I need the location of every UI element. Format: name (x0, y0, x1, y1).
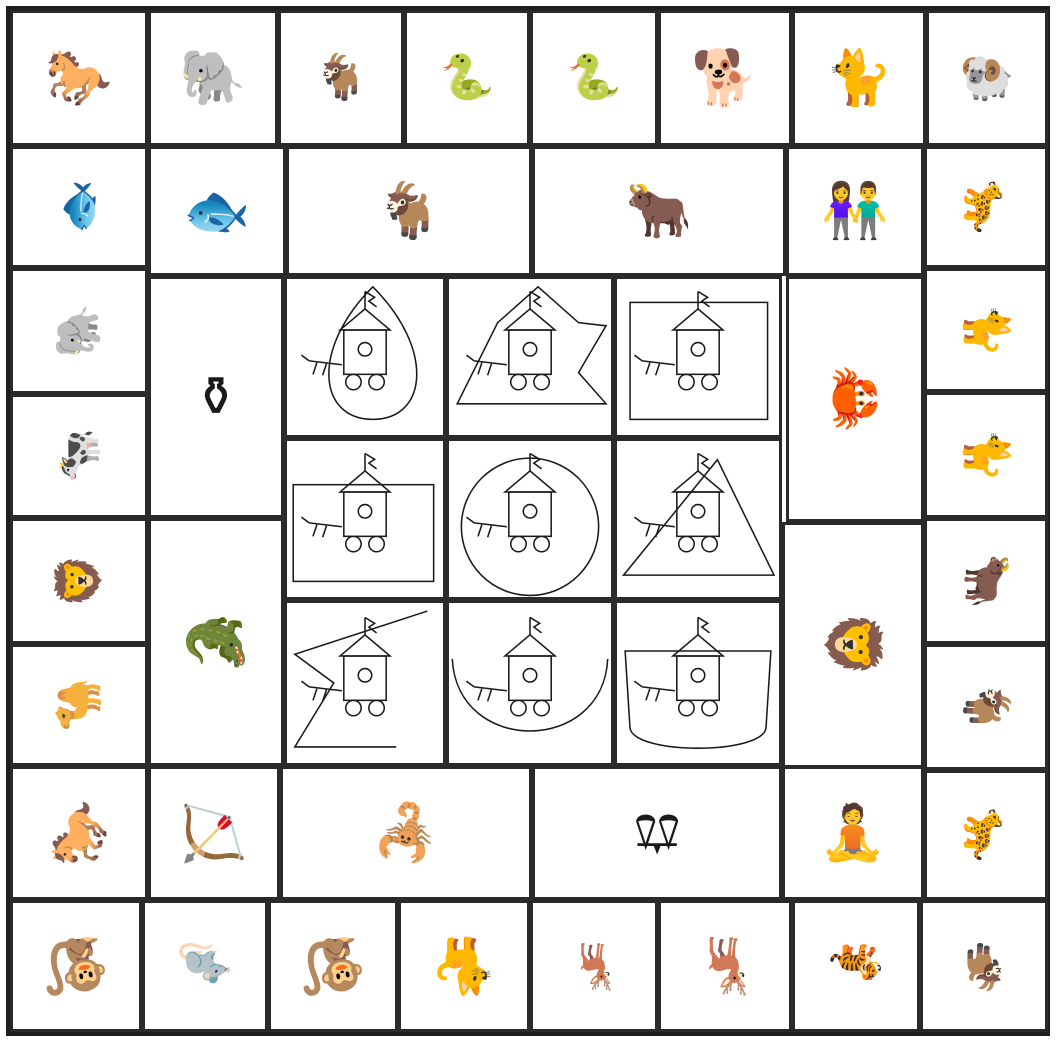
crocodile-icon: 🐊 (189, 577, 243, 707)
inner-scales: ⚖ (532, 766, 782, 900)
elephant-icon: 🐘 (57, 268, 101, 394)
right-cell-3: 🐂 (924, 518, 1048, 644)
right-cell-0: 🐆 (924, 146, 1048, 268)
tiger-icon: 🐅 (795, 944, 917, 988)
top-cell-5: 🐕 (658, 10, 792, 146)
inner-archer: 🏹 (148, 766, 280, 900)
inner-maiden: 🧘 (782, 766, 924, 900)
dog-icon: 🐕 (661, 51, 789, 105)
monkey-icon: 🐒 (271, 939, 395, 993)
cow-icon: 🐄 (57, 394, 101, 518)
bottom-cell-3: 🐈 (398, 900, 530, 1032)
chariot-rect-icon (287, 441, 443, 597)
chariot-triangle-icon (617, 441, 779, 597)
center-cell-2 (614, 276, 782, 438)
inner-crab: 🦀 (786, 276, 924, 522)
bottom-cell-7: 🐐 (920, 900, 1048, 1032)
ox-icon: 🐂 (964, 522, 1008, 640)
chariot-square-icon (617, 279, 779, 435)
elephant-icon: 🐘 (151, 51, 275, 105)
archer-icon: 🏹 (151, 806, 277, 860)
chariot-angle-icon (287, 603, 443, 763)
bottom-cell-1: 🐀 (142, 900, 268, 1032)
chariot-circle-icon (449, 441, 611, 597)
couple-icon: 👫 (789, 184, 921, 238)
top-cell-6: 🐈 (792, 10, 926, 146)
cat-icon: 🐈 (795, 51, 923, 105)
left-cell-4: 🐪 (10, 644, 148, 766)
inner-pot: ⚱ (148, 276, 284, 518)
ram-icon: 🐏 (929, 56, 1045, 100)
left-cell-3: 🦁 (10, 518, 148, 644)
scales-icon: ⚖ (535, 806, 779, 860)
cat-icon: 🐈 (964, 396, 1008, 514)
lion-icon: 🦁 (826, 577, 880, 713)
left-cell-5: 🐎 (10, 766, 148, 900)
goat-icon: 🐐 (964, 648, 1008, 766)
right-cell-4: 🐐 (924, 644, 1048, 770)
chariot-drop-icon (287, 279, 443, 435)
bottom-cell-0: 🐒 (10, 900, 142, 1032)
goat-icon: 🐐 (281, 56, 401, 100)
top-cell-7: 🐏 (926, 10, 1048, 146)
inner-fish: 🐟 (148, 146, 286, 276)
center-cell-8 (614, 600, 782, 766)
center-cell-7 (446, 600, 614, 766)
center-cell-3 (284, 438, 446, 600)
deer-icon: 🦌 (533, 944, 655, 988)
fish-icon: 🐟 (151, 184, 283, 238)
center-cell-0 (284, 276, 446, 438)
inner-lion: 🦁 (782, 522, 924, 768)
center-cell-5 (614, 438, 782, 600)
bottom-cell-2: 🐒 (268, 900, 398, 1032)
deer-icon: 🦌 (661, 939, 789, 993)
bottom-cell-6: 🐅 (792, 900, 920, 1032)
lion-icon: 🦁 (57, 518, 101, 644)
bottom-cell-4: 🦌 (530, 900, 658, 1032)
cheetah-icon: 🐆 (964, 148, 1008, 266)
bull-icon: 🐂 (535, 184, 783, 238)
top-cell-1: 🐘 (148, 10, 278, 146)
inner-couple: 👫 (786, 146, 924, 276)
top-cell-4: 🐍 (530, 10, 658, 146)
goat-icon: 🐐 (923, 944, 1045, 988)
chariot-bowl-icon (617, 603, 779, 763)
inner-scorpion: 🦂 (280, 766, 532, 900)
cat-icon: 🐈 (401, 939, 527, 993)
center-cell-4 (446, 438, 614, 600)
inner-crocodile: 🐊 (148, 518, 284, 766)
top-cell-3: 🐍 (404, 10, 530, 146)
snake-icon: 🐍 (533, 56, 655, 100)
cobra-icon: 🐍 (407, 56, 527, 100)
crescent-fish-icon: 🐟 (57, 146, 101, 268)
center-cell-6 (284, 600, 446, 766)
inner-bull: 🐂 (532, 146, 786, 276)
right-cell-2: 🐈 (924, 392, 1048, 518)
horse-icon: 🐎 (52, 767, 106, 899)
center-cell-1 (446, 276, 614, 438)
monkey-icon: 🐒 (13, 939, 139, 993)
right-cell-1: 🐈 (924, 268, 1048, 392)
maiden-icon: 🧘 (785, 806, 921, 860)
crab-icon: 🦀 (828, 333, 882, 465)
top-cell-2: 🐐 (278, 10, 404, 146)
camel-icon: 🐪 (57, 644, 101, 766)
horse-icon: 🐎 (13, 51, 145, 105)
left-cell-1: 🐘 (10, 268, 148, 394)
cat-icon: 🐈 (964, 271, 1008, 389)
bottom-cell-5: 🦌 (658, 900, 792, 1032)
leopard-icon: 🐆 (964, 776, 1008, 894)
chariot-star-icon (449, 279, 611, 435)
inner-goat: 🐐 (286, 146, 532, 276)
right-cell-5: 🐆 (924, 770, 1048, 900)
goat-icon: 🐐 (289, 184, 529, 238)
pot-icon: ⚱ (151, 370, 281, 424)
left-cell-2: 🐄 (10, 394, 148, 518)
top-cell-0: 🐎 (10, 10, 148, 146)
rat-icon: 🐀 (145, 944, 265, 988)
scorpion-icon: 🦂 (283, 806, 529, 860)
left-cell-0: 🐟 (10, 146, 148, 268)
chariot-bow-icon (449, 603, 611, 763)
